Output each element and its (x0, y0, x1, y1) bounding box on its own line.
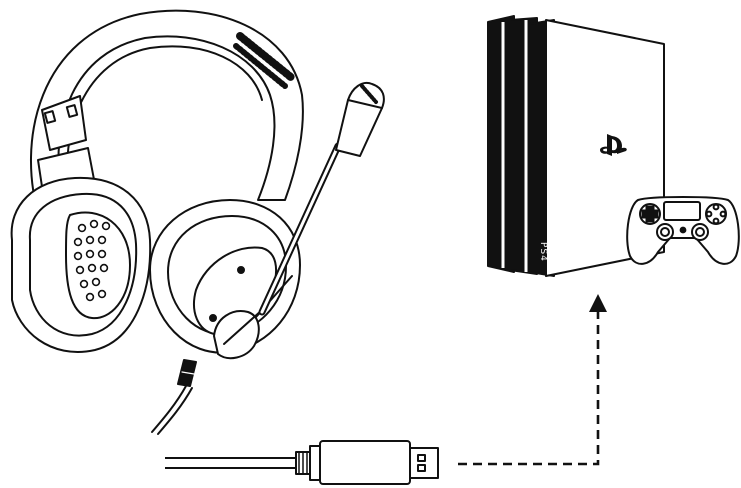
connection-line (458, 294, 607, 466)
arrow-up-icon (589, 294, 607, 312)
playstation-logo-icon (600, 134, 627, 156)
gamepad-icon (626, 196, 740, 265)
console-model-label: PS4 (538, 242, 548, 262)
headset-icon (10, 9, 385, 435)
usb-plug-icon (165, 440, 439, 485)
